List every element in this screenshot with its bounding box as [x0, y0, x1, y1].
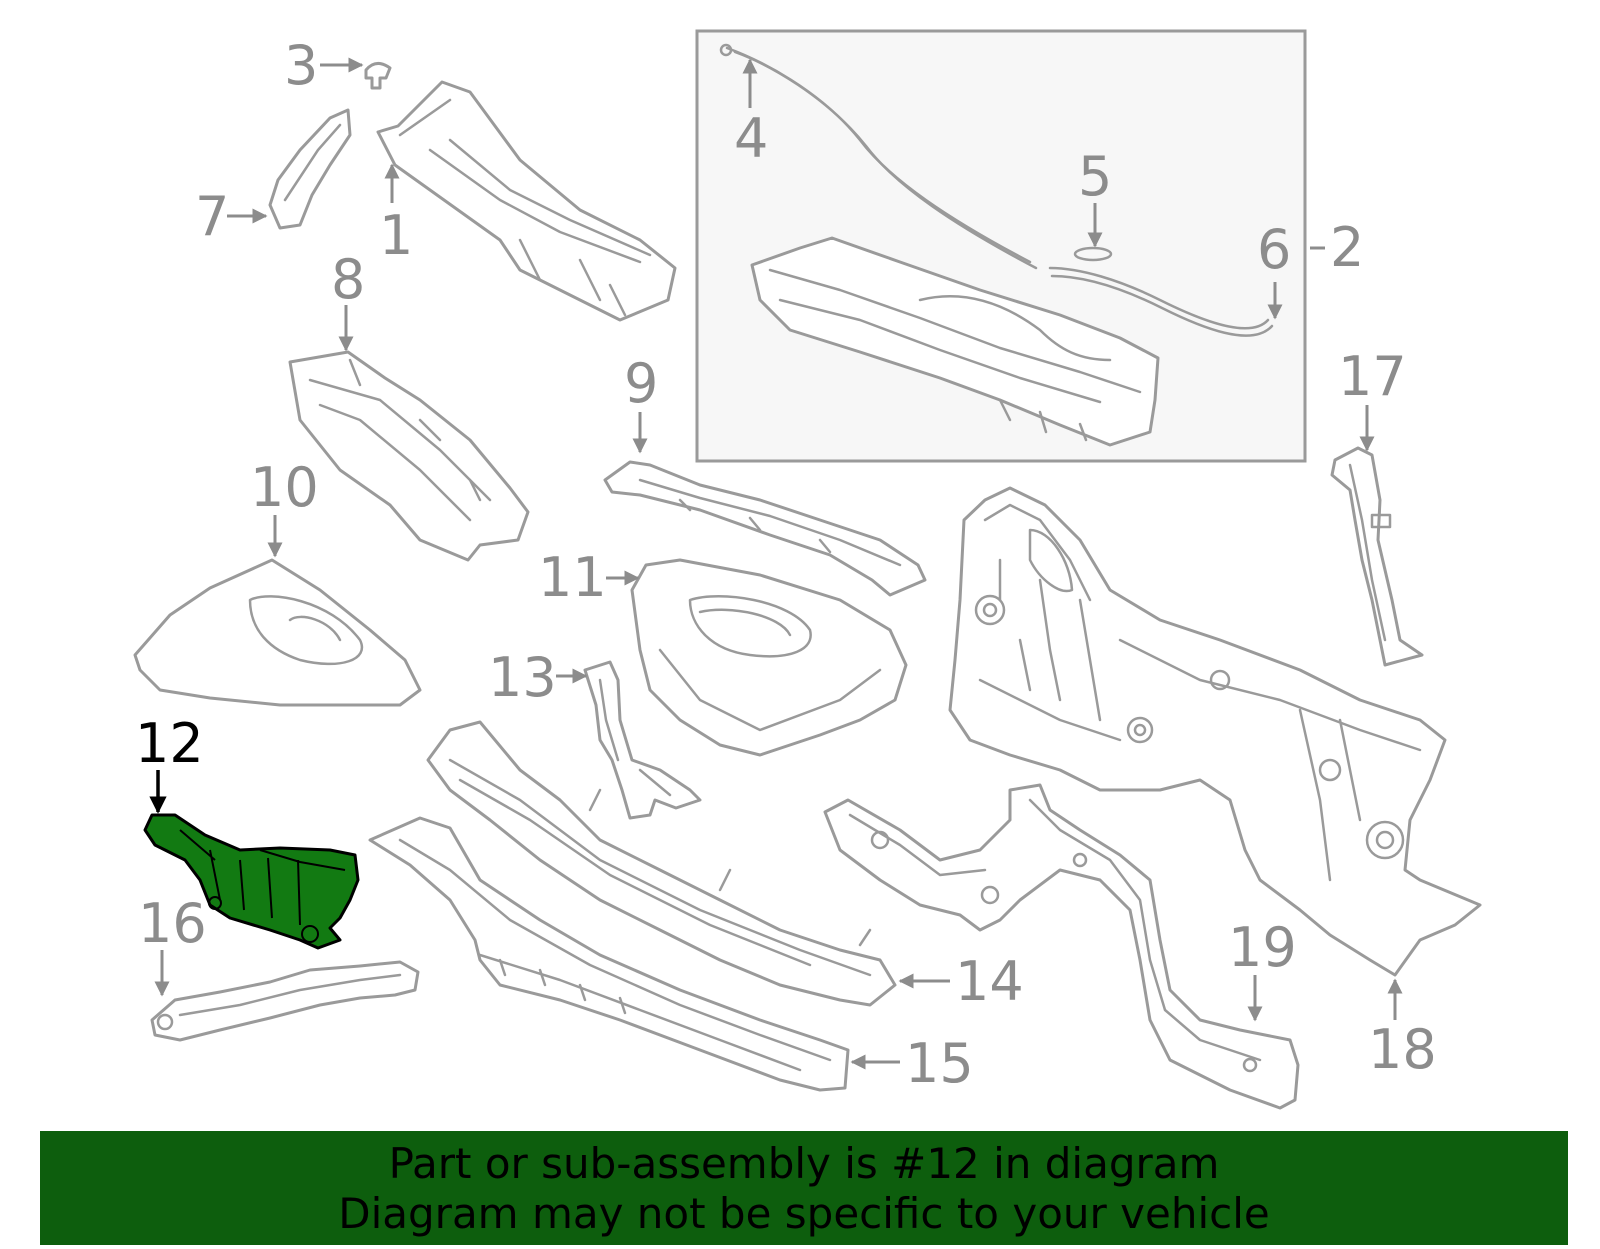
- callout-12: 12: [135, 712, 204, 775]
- part-13-bracket: [583, 660, 702, 820]
- callout-13: 13: [488, 646, 557, 709]
- callout-17: 17: [1338, 345, 1407, 408]
- callout-2: 2: [1330, 216, 1364, 279]
- part-19-side-rail: [823, 783, 1300, 1110]
- callout-16: 16: [138, 892, 207, 955]
- part-8-dash-upper: [288, 350, 530, 562]
- part-3-clip: [364, 62, 392, 90]
- part-7-seal: [268, 108, 352, 230]
- part-18-dash-panel: [948, 486, 1482, 977]
- callout-4: 4: [734, 107, 768, 170]
- callout-7: 7: [195, 185, 229, 248]
- callout-15: 15: [905, 1032, 974, 1095]
- part-16-brace: [150, 960, 420, 1042]
- callout-10: 10: [250, 456, 319, 519]
- part-10-insulator: [133, 558, 422, 707]
- part-1-cowl-top: [376, 80, 677, 322]
- washer-hose-lines: [719, 43, 1274, 337]
- callout-14: 14: [955, 950, 1024, 1013]
- callout-labels: 3 1 4 5 6 2 7 8 9 10 11 12 13 14 15 16 1…: [135, 34, 1437, 1095]
- part-17-strut: [1330, 446, 1424, 667]
- callout-1: 1: [379, 204, 413, 267]
- part-15-cowl-lower: [368, 816, 850, 1092]
- callout-18: 18: [1368, 1018, 1437, 1081]
- part-2-cowl-panel: [750, 236, 1160, 447]
- callout-8: 8: [331, 248, 365, 311]
- leader-lines: [149, 57, 1403, 1070]
- part-9-reinforcement: [603, 460, 927, 597]
- callout-5: 5: [1078, 145, 1112, 208]
- footer-line-1: Part or sub-assembly is #12 in diagram: [388, 1139, 1220, 1188]
- callout-9: 9: [624, 352, 658, 415]
- callout-3: 3: [284, 34, 318, 97]
- footer-line-2: Diagram may not be specific to your vehi…: [338, 1189, 1270, 1238]
- part-11-insulator: [630, 558, 908, 757]
- callout-6: 6: [1257, 218, 1291, 281]
- part-14-cowl-bar: [426, 720, 897, 1007]
- callout-19: 19: [1228, 916, 1297, 979]
- part-12-bracket-highlighted[interactable]: [143, 813, 360, 950]
- callout-11: 11: [538, 546, 607, 609]
- footer-banner: Part or sub-assembly is #12 in diagram D…: [40, 1131, 1568, 1245]
